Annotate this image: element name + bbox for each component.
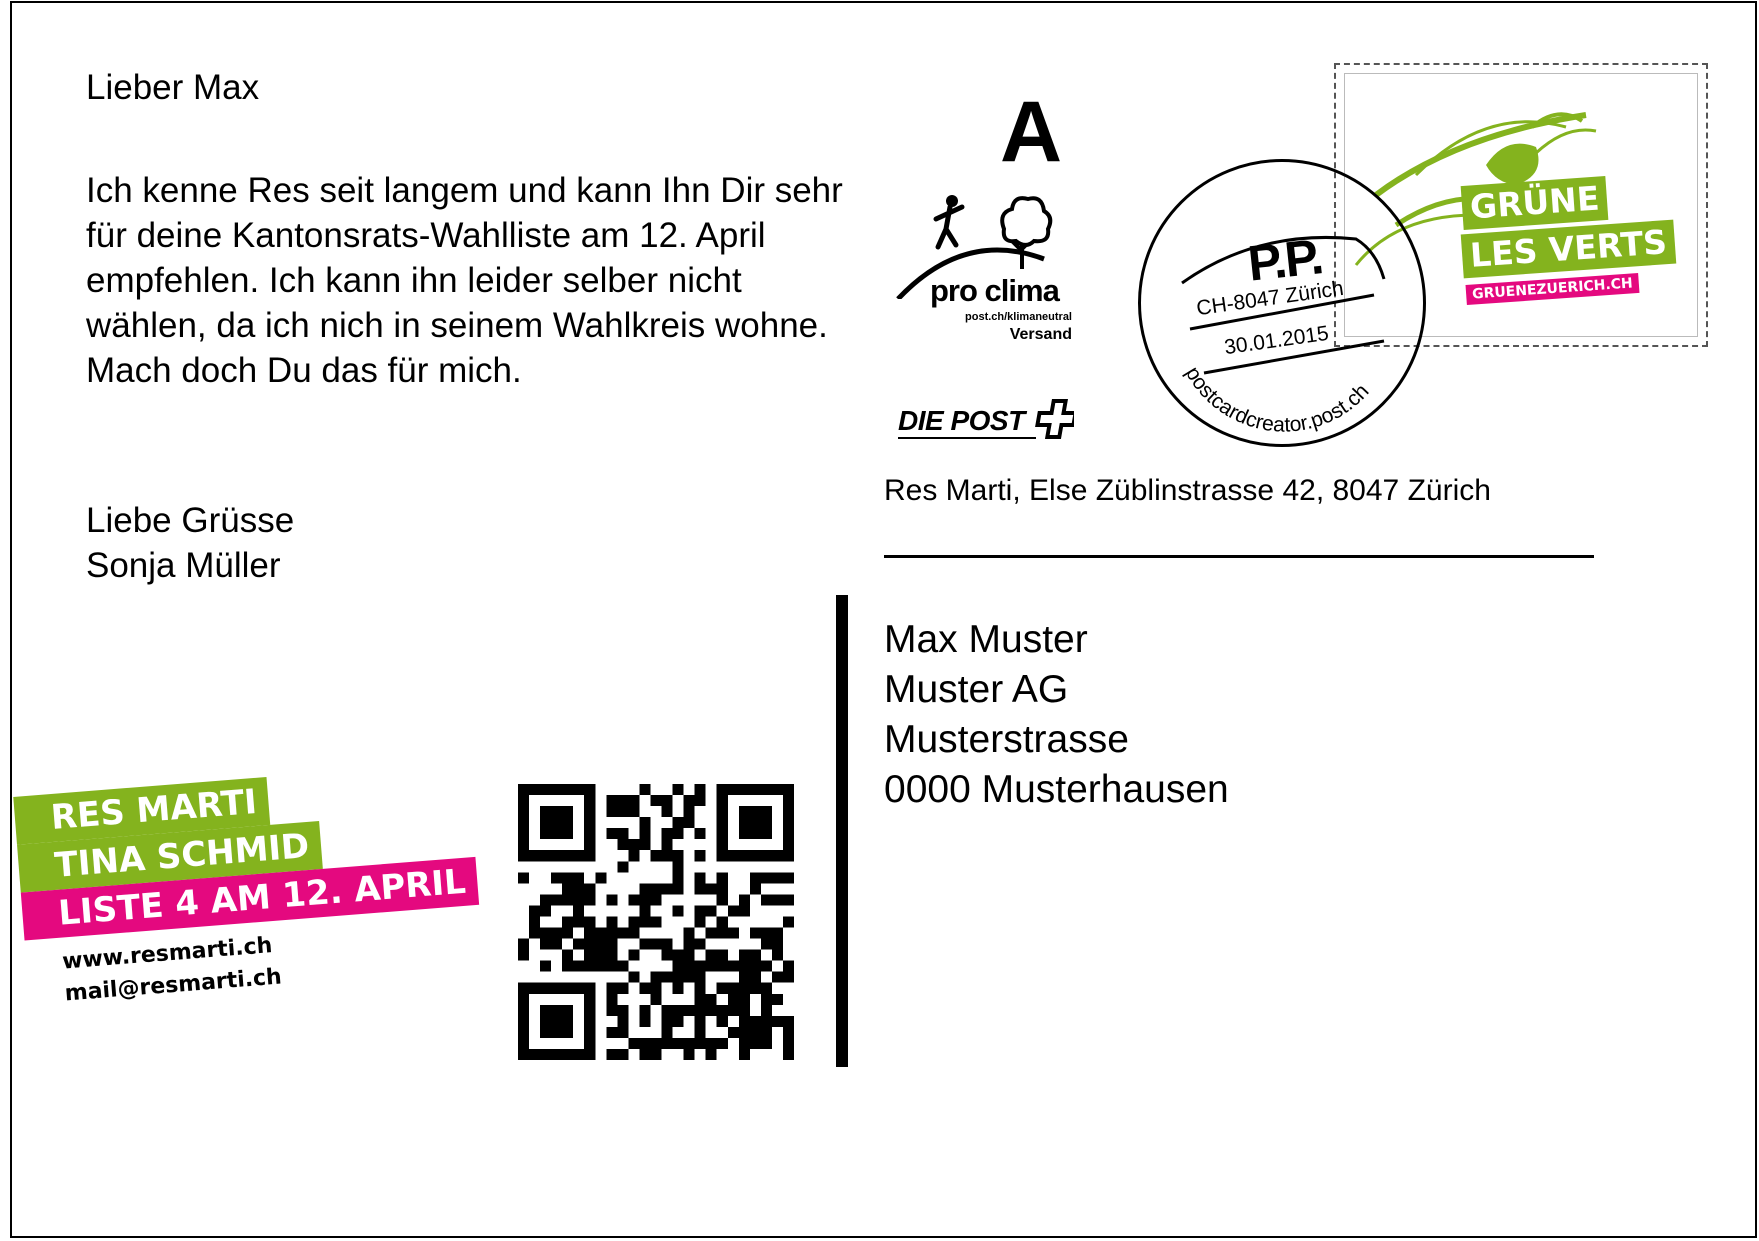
message-greeting: Lieber Max (86, 68, 260, 107)
pro-clima-name: pro clima (930, 273, 1060, 308)
recipient-address: Max Muster Muster AG Musterstrasse 0000 … (884, 615, 1229, 815)
signature: Sonja Müller (86, 546, 281, 585)
die-post-underline (898, 437, 1036, 439)
message-closing: Liebe Grüsse Sonja Müller (86, 498, 294, 588)
pro-clima-logo: pro clima post.ch/klimaneutral Versand (894, 189, 1074, 349)
pro-clima-icon (896, 195, 1053, 299)
a-post-mark: A (1000, 84, 1063, 180)
postmark-lines: postcardcreator.post.ch (1181, 235, 1386, 437)
pro-clima-url: post.ch/klimaneutral (965, 311, 1072, 323)
recipient-street: Musterstrasse (884, 718, 1129, 761)
postcard: Lieber Max Ich kenne Res seit langem und… (10, 1, 1757, 1238)
swiss-cross-icon (1035, 399, 1074, 439)
recipient-company: Muster AG (884, 668, 1069, 711)
die-post-logo: DIE POST (898, 399, 1078, 439)
pro-clima-label: Versand (1009, 326, 1072, 343)
svg-text:postcardcreator.post.ch: postcardcreator.post.ch (1181, 363, 1374, 437)
sender-address: Res Marti, Else Züblinstrasse 42, 8047 Z… (884, 474, 1491, 507)
address-divider (836, 595, 848, 1067)
postmark-arc-text: postcardcreator.post.ch (1181, 363, 1374, 437)
closing-line: Liebe Grüsse (86, 501, 295, 540)
campaign-banner: RES MARTI TINA SCHMID LISTE 4 AM 12. APR… (12, 743, 507, 1006)
qr-code[interactable] (518, 784, 794, 1060)
postmark-ring (1138, 159, 1426, 447)
postmark: postcardcreator.post.ch P.P. CH-8047 Zür… (1138, 159, 1428, 449)
die-post-wordmark: DIE POST (898, 405, 1025, 436)
recipient-name: Max Muster (884, 618, 1088, 661)
sender-rule (884, 555, 1594, 558)
flower-icon (1354, 112, 1597, 266)
recipient-city: 0000 Musterhausen (884, 768, 1229, 811)
message-body: Ich kenne Res seit langem und kann Ihn D… (86, 171, 843, 390)
